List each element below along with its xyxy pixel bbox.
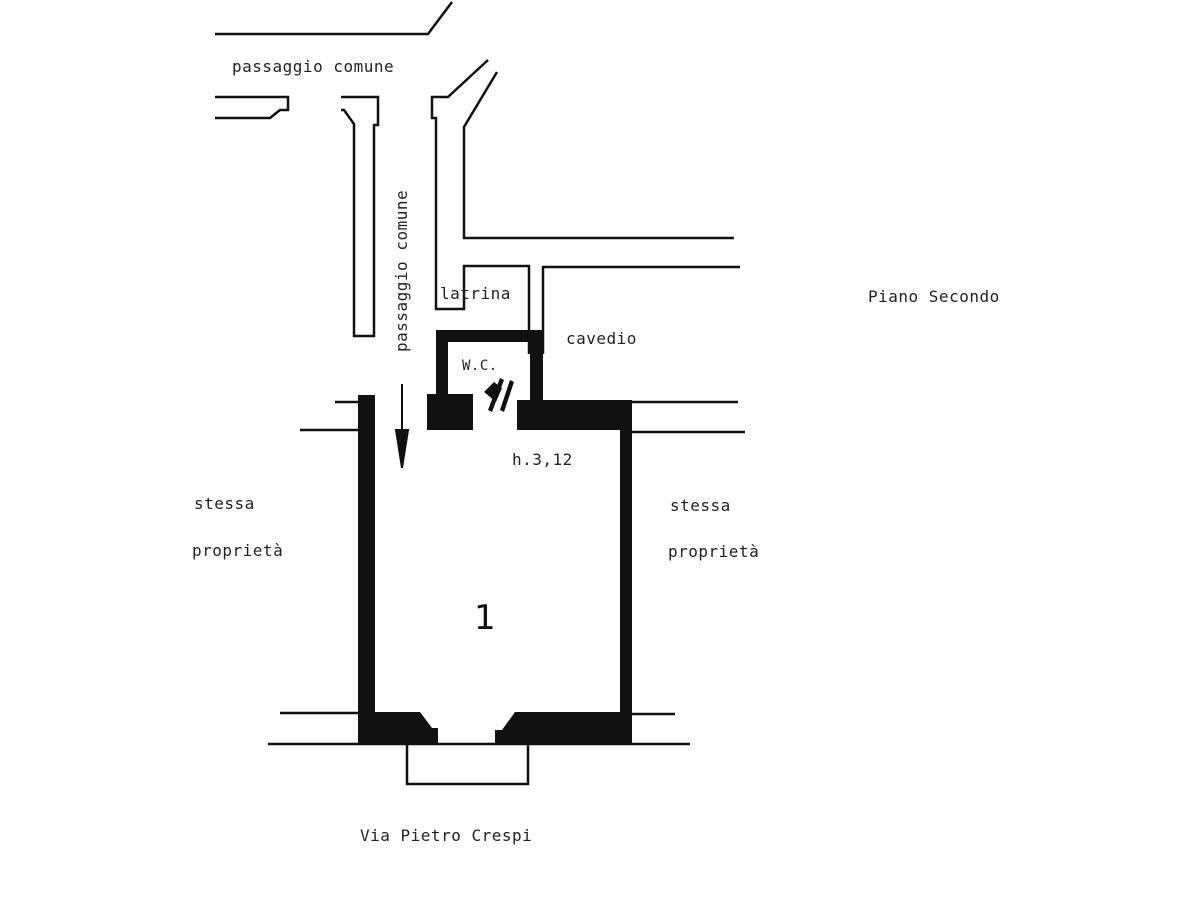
street-label: Via Pietro Crespi — [360, 826, 533, 845]
left-corridor-wall — [215, 95, 290, 120]
right-property-label: stessa — [670, 496, 731, 515]
entrance-step — [405, 744, 530, 786]
left-pillar — [341, 95, 380, 338]
thick-walls — [358, 330, 632, 745]
cavedio-wall — [541, 265, 740, 354]
rear-wall — [517, 400, 632, 745]
cavedio-label: cavedio — [566, 329, 637, 348]
right-property-label-2: proprietà — [668, 542, 760, 561]
thin-walls — [215, 1, 745, 786]
wc-walls — [436, 330, 543, 400]
left-wall — [358, 395, 375, 745]
top-boundary-line — [215, 1, 453, 36]
front-wall-left — [358, 712, 438, 745]
passage-label-vertical: passaggio comune — [392, 189, 411, 352]
entry-arrow — [394, 384, 410, 469]
wc-label: W.C. — [462, 358, 498, 374]
passage-label-horizontal: passaggio comune — [232, 57, 395, 76]
right-corridor-inner — [462, 71, 734, 240]
left-property-label-2: proprietà — [192, 541, 284, 560]
front-wall-right — [495, 712, 632, 745]
left-property-label: stessa — [194, 494, 255, 513]
right-corridor-wall — [430, 59, 531, 354]
unit-number: 1 — [474, 598, 497, 638]
wc-block — [427, 394, 473, 430]
door-swing-symbol — [484, 378, 514, 412]
height-label: h.3,12 — [512, 450, 573, 469]
latrina-label: latrina — [440, 284, 511, 303]
floor-label: Piano Secondo — [868, 287, 1000, 306]
